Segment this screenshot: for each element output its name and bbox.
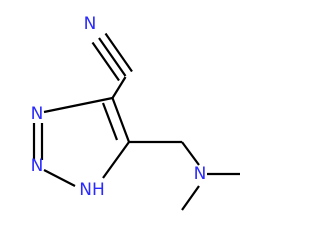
bond-nitrile-triple-1 bbox=[91, 41, 120, 82]
bond-namine-methyl-down bbox=[181, 185, 200, 211]
bond-nitrile-triple-2 bbox=[98, 37, 127, 77]
bond-c4-c5-double-a bbox=[111, 97, 131, 143]
atom-label-amine-n: N bbox=[194, 164, 207, 184]
atom-label-ring-n1h: NH bbox=[79, 180, 105, 200]
molecule-drawing: N N N NH N bbox=[31, 14, 240, 211]
atom-label-ring-n3: N bbox=[31, 104, 44, 124]
bond-n1-c5 bbox=[102, 141, 130, 179]
bond-c4-c5-double-b bbox=[101, 102, 119, 141]
structure-canvas: N N N NH N bbox=[31, 14, 240, 211]
atom-label-nitrile-n: N bbox=[84, 14, 97, 34]
bond-nitrile-triple-3 bbox=[104, 32, 133, 73]
bond-n2-n1 bbox=[43, 169, 76, 187]
atom-label-ring-n2: N bbox=[31, 156, 44, 176]
bond-ch2-namine bbox=[181, 141, 200, 166]
bond-c4-cnitrile bbox=[111, 76, 127, 99]
bond-c4-n3 bbox=[43, 96, 113, 114]
